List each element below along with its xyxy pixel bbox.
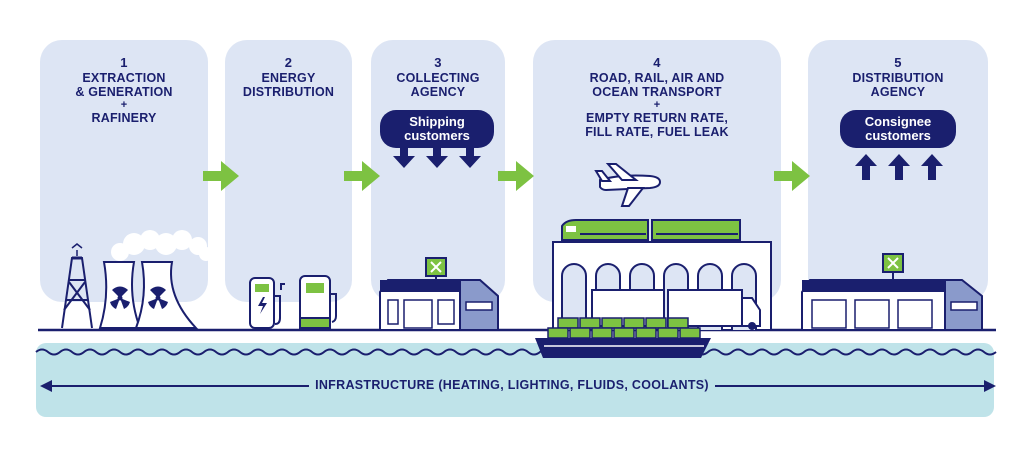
green-arrow-icon bbox=[203, 161, 239, 191]
wave-line bbox=[35, 348, 997, 356]
stage-2-line-2: DISTRIBUTION bbox=[242, 85, 335, 99]
train-icon bbox=[561, 219, 741, 241]
stage-2-number: 2 bbox=[284, 55, 293, 70]
stage-1-line-1: EXTRACTION bbox=[82, 71, 166, 85]
stage-1-number: 1 bbox=[120, 55, 128, 70]
green-arrow-icon bbox=[344, 161, 380, 191]
oil-derrick-icon bbox=[61, 243, 93, 329]
stage-2-line-1: ENERGY bbox=[261, 71, 316, 85]
stage-5-number: 5 bbox=[894, 55, 902, 70]
infrastructure-text: INFRASTRUCTURE (HEATING, LIGHTING, FLUID… bbox=[309, 378, 715, 392]
stage-4-line-2: OCEAN TRANSPORT bbox=[592, 85, 722, 99]
stage-2-label: 2 ENERGY DISTRIBUTION bbox=[225, 55, 352, 100]
consignee-arrows bbox=[855, 154, 943, 180]
warehouse-icon bbox=[801, 279, 983, 331]
ev-charger-icon bbox=[249, 277, 285, 329]
stage-4-label: 4 ROAD, RAIL, AIR AND OCEAN TRANSPORT + … bbox=[533, 55, 781, 140]
stage-3-line-2: AGENCY bbox=[410, 85, 466, 99]
warehouse-icon bbox=[379, 279, 499, 331]
down-arrow-icon bbox=[393, 144, 415, 168]
radiation-icon bbox=[110, 286, 168, 309]
green-arrow-icon bbox=[498, 161, 534, 191]
stage-3-number: 3 bbox=[434, 55, 442, 70]
parcel-icon bbox=[882, 253, 904, 281]
up-arrow-icon bbox=[888, 154, 910, 180]
down-arrow-icon bbox=[459, 144, 481, 168]
flow-arrows bbox=[203, 161, 810, 191]
parcel-icon bbox=[425, 257, 447, 281]
consignee-customers-line-1: Consignee bbox=[864, 114, 932, 129]
down-arrow-icon bbox=[426, 144, 448, 168]
stage-1-label: 1 EXTRACTION & GENERATION + RAFINERY bbox=[40, 55, 208, 126]
shipping-customers-badge: Shipping customers bbox=[380, 110, 494, 148]
infrastructure-label: INFRASTRUCTURE (HEATING, LIGHTING, FLUID… bbox=[0, 378, 1024, 392]
green-arrow-icon bbox=[774, 161, 810, 191]
stage-2-panel bbox=[225, 40, 352, 302]
stage-1-plus: + bbox=[120, 99, 128, 111]
shipping-customers-line-2: customers bbox=[404, 128, 470, 143]
consignee-customers-line-2: customers bbox=[865, 128, 931, 143]
stage-5-label: 5 DISTRIBUTION AGENCY bbox=[808, 55, 988, 100]
stage-5-line-1: DISTRIBUTION bbox=[852, 71, 944, 85]
fuel-pump-icon bbox=[299, 275, 337, 329]
stage-4-line-1: ROAD, RAIL, AIR AND bbox=[589, 71, 725, 85]
stage-5-line-2: AGENCY bbox=[870, 85, 926, 99]
stage-4-line-4: EMPTY RETURN RATE, bbox=[585, 111, 729, 125]
steam-clouds bbox=[111, 230, 213, 261]
stage-4-number: 4 bbox=[653, 55, 661, 70]
stage-3-line-1: COLLECTING bbox=[396, 71, 480, 85]
stage-1-line-2: & GENERATION bbox=[75, 85, 173, 99]
shipping-customers-line-1: Shipping bbox=[409, 114, 465, 129]
stage-4-line-5: FILL RATE, FUEL LEAK bbox=[585, 125, 729, 139]
consignee-customers-badge: Consignee customers bbox=[840, 110, 956, 148]
up-arrow-icon bbox=[921, 154, 943, 180]
up-arrow-icon bbox=[855, 154, 877, 180]
stage-4-plus: + bbox=[653, 99, 661, 111]
airplane-icon bbox=[594, 163, 662, 207]
shipping-arrows bbox=[393, 144, 481, 168]
stage-1-line-4: RAFINERY bbox=[91, 111, 157, 125]
cargo-ship-icon bbox=[535, 317, 711, 358]
stage-3-label: 3 COLLECTING AGENCY bbox=[371, 55, 505, 100]
stage-3-panel bbox=[371, 40, 505, 302]
